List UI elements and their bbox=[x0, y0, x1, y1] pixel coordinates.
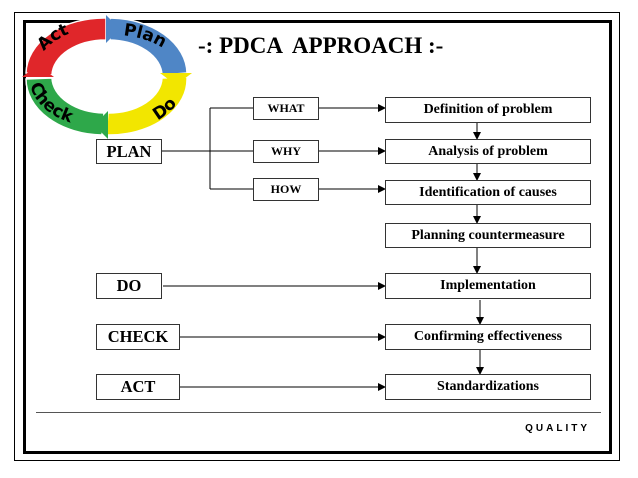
step-label-standardizations: Standardizations bbox=[437, 379, 539, 394]
question-box-why: WHY bbox=[253, 140, 319, 163]
step-box-standardizations: Standardizations bbox=[385, 374, 591, 400]
step-label-analysis: Analysis of problem bbox=[428, 143, 548, 159]
slide-inner-frame bbox=[23, 20, 612, 454]
question-label-what: WHAT bbox=[267, 101, 305, 115]
step-box-confirming: Confirming effectiveness bbox=[385, 324, 591, 350]
step-label-confirming: Confirming effectiveness bbox=[413, 329, 563, 344]
phase-box-act: ACT bbox=[96, 374, 180, 400]
phase-label-check: CHECK bbox=[107, 327, 169, 346]
cycle-segment-plan bbox=[109, 17, 188, 76]
phase-label-do: DO bbox=[116, 276, 142, 295]
cycle-segment-check bbox=[25, 77, 105, 136]
pdca-cycle-graphic: Plan Do Check Act bbox=[22, 15, 192, 139]
footer-quality-label: QUALITY bbox=[525, 423, 590, 434]
cycle-arrow-act bbox=[22, 65, 54, 77]
step-label-planning: Planning countermeasure bbox=[411, 227, 565, 243]
phase-label-plan: PLAN bbox=[106, 141, 152, 161]
slide-title: -: PDCA APPROACH :- bbox=[198, 33, 444, 58]
cycle-arrow-check bbox=[94, 111, 108, 139]
step-label-definition: Definition of problem bbox=[423, 102, 553, 117]
phase-box-do: DO bbox=[96, 273, 162, 299]
question-label-why: WHY bbox=[271, 144, 301, 158]
step-box-identification: Identification of causes bbox=[385, 180, 591, 205]
phase-box-plan: PLAN bbox=[96, 139, 162, 164]
step-label-implementation: Implementation bbox=[440, 278, 536, 293]
phase-label-act: ACT bbox=[120, 377, 156, 396]
step-box-planning: Planning countermeasure bbox=[385, 223, 591, 248]
step-box-definition: Definition of problem bbox=[385, 97, 591, 123]
cycle-arrow-plan bbox=[106, 15, 120, 43]
cycle-arrow-do bbox=[160, 73, 192, 85]
phase-box-check: CHECK bbox=[96, 324, 180, 350]
footer-divider bbox=[36, 412, 601, 413]
step-box-implementation: Implementation bbox=[385, 273, 591, 299]
cycle-segment-act bbox=[25, 17, 107, 76]
question-label-how: HOW bbox=[270, 182, 302, 196]
step-box-analysis: Analysis of problem bbox=[385, 139, 591, 164]
question-box-what: WHAT bbox=[253, 97, 319, 120]
slide-outer-frame bbox=[14, 12, 620, 461]
question-box-how: HOW bbox=[253, 178, 319, 201]
step-label-identification: Identification of causes bbox=[419, 184, 557, 200]
